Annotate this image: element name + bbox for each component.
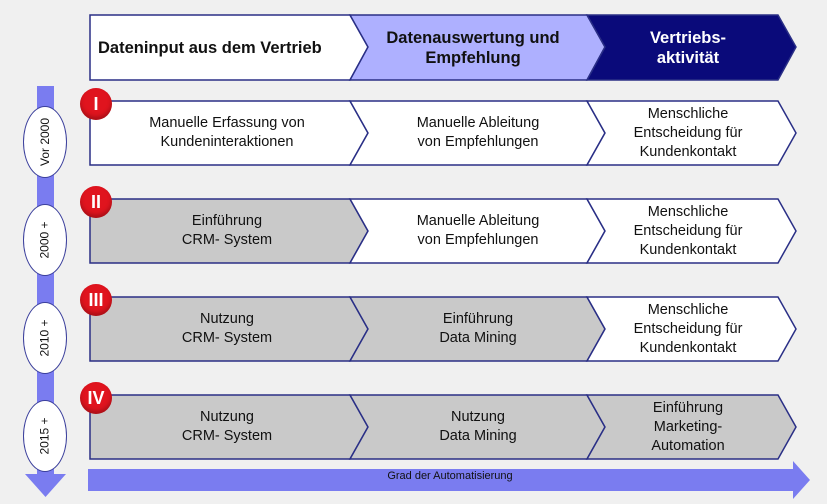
era-label: 2015 + bbox=[37, 417, 52, 455]
row3-cell2: Einführung Data Mining bbox=[439, 311, 517, 346]
timeline-arrow bbox=[25, 86, 66, 497]
automation-axis-arrow bbox=[88, 461, 810, 499]
row4-badge: IV bbox=[80, 382, 112, 414]
row1-cell3: Menschliche Entscheidung für Kundenkonta… bbox=[633, 105, 743, 160]
era-2015: 2015 + bbox=[23, 400, 67, 472]
era-2010: 2010 + bbox=[23, 302, 67, 374]
row4-cell1: Nutzung CRM- System bbox=[181, 409, 273, 444]
row2-cell2: Manuelle Ableitung von Empfehlungen bbox=[416, 213, 540, 248]
era-label: Vor 2000 bbox=[38, 117, 53, 167]
row1-cell1: Manuelle Erfassung von Kundeninteraktion… bbox=[149, 115, 305, 150]
row2-badge: II bbox=[80, 186, 112, 218]
era-label: 2010 + bbox=[37, 319, 52, 357]
header-step3-shape bbox=[585, 14, 797, 81]
row3-badge: III bbox=[80, 284, 112, 316]
header-step3-label: Vertriebs- aktivität bbox=[649, 28, 727, 67]
header-step1-label: Dateninput aus dem Vertrieb bbox=[98, 38, 322, 57]
row3-step3-shape bbox=[585, 296, 797, 362]
era-label: 2000 + bbox=[37, 221, 52, 259]
row1-cell2: Manuelle Ableitung von Empfehlungen bbox=[416, 115, 540, 150]
header-step2-label: Datenauswertung und Empfehlung bbox=[386, 28, 560, 67]
row3-cell3: Menschliche Entscheidung für Kundenkonta… bbox=[633, 301, 743, 356]
era-2000: 2000 + bbox=[23, 204, 67, 276]
row1-badge: I bbox=[80, 88, 112, 120]
row1-step3-shape bbox=[585, 100, 797, 166]
row2-step3-shape bbox=[585, 198, 797, 264]
era-vor-2000: Vor 2000 bbox=[23, 106, 67, 178]
row2-cell1: Einführung CRM- System bbox=[181, 213, 273, 248]
row3-cell1: Nutzung CRM- System bbox=[181, 311, 273, 346]
automation-axis-label: Grad der Automatisierung bbox=[387, 470, 513, 482]
row4-cell3: Einführung Marketing- Automation bbox=[651, 399, 725, 454]
row4-cell2: Nutzung Data Mining bbox=[439, 409, 517, 444]
row4-step3-shape bbox=[585, 394, 797, 460]
row2-cell3: Menschliche Entscheidung für Kundenkonta… bbox=[633, 203, 743, 258]
